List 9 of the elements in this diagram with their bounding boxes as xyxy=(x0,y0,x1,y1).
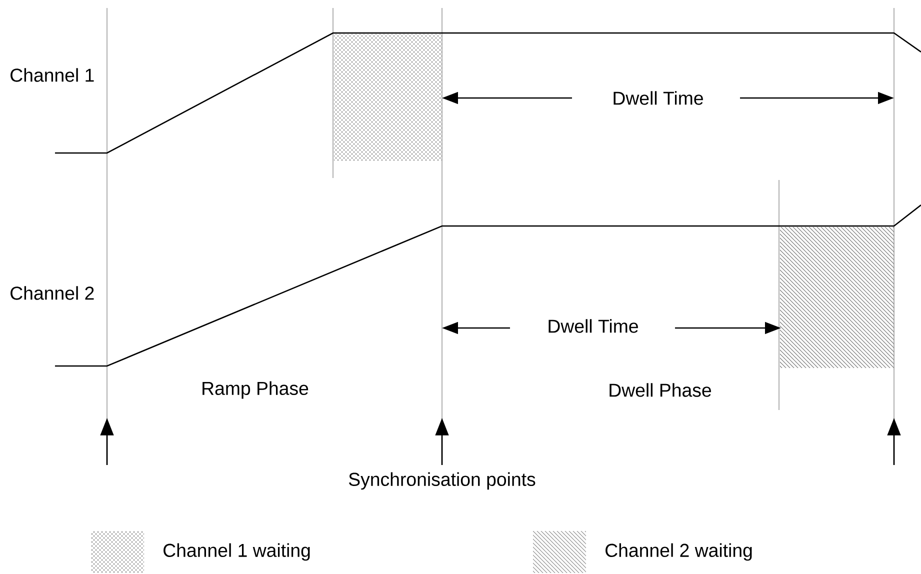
phase-label: Ramp Phase xyxy=(202,381,308,399)
channel-label: Channel 2 xyxy=(10,286,94,300)
dimension-label: Dwell Time xyxy=(614,91,703,105)
phase-label: Dwell Phase xyxy=(610,383,712,397)
legend-text: Channel 1 waiting xyxy=(164,543,310,561)
dimension-label: Dwell Time xyxy=(548,319,638,333)
channel-label: Channel 1 xyxy=(10,68,94,82)
legend-text: Channel 2 waiting xyxy=(606,543,752,561)
annotation-text: Synchronisation points xyxy=(348,472,536,490)
